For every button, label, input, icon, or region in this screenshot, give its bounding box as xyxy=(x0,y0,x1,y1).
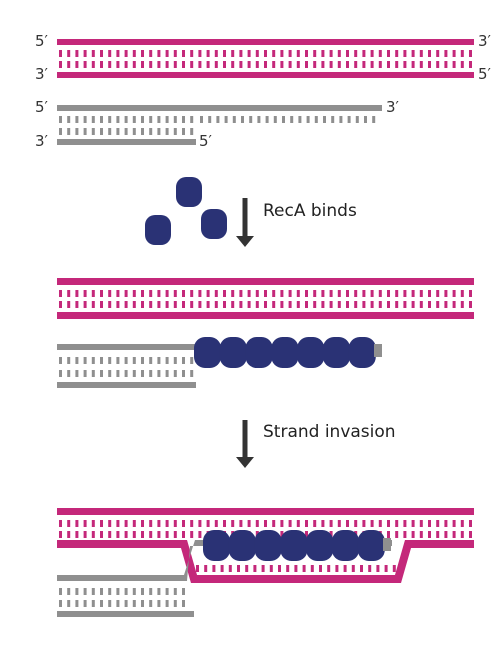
recA-protein-icon xyxy=(348,337,376,368)
gray-duplex-invading xyxy=(57,530,392,617)
recA-protein-icon xyxy=(145,215,171,245)
recA-free-proteins xyxy=(145,177,227,245)
recA-protein-icon xyxy=(194,337,221,368)
step-label-strand-invasion: Strand invasion xyxy=(263,422,396,442)
recA-protein-icon xyxy=(332,530,359,561)
magenta-duplex-top xyxy=(57,39,474,78)
overhang-base-ticks xyxy=(200,116,376,123)
down-arrow-icon xyxy=(236,420,254,468)
recA-protein-icon xyxy=(201,209,227,239)
gray-duplex-overhang xyxy=(57,105,382,145)
recA-protein-icon xyxy=(219,337,247,368)
base-pair-ticks xyxy=(59,290,472,308)
recA-protein-icon xyxy=(176,177,202,207)
magenta-duplex-middle xyxy=(57,278,474,319)
recA-protein-icon xyxy=(280,530,308,561)
recA-filament xyxy=(203,530,391,561)
recA-protein-icon xyxy=(228,530,256,561)
recA-protein-icon xyxy=(271,337,299,368)
end-label-3prime: 3′ xyxy=(35,65,48,83)
recA-protein-icon xyxy=(254,530,282,561)
recA-protein-icon xyxy=(357,530,385,561)
end-label-5prime: 5′ xyxy=(199,132,212,150)
gray-duplex-recA-filament xyxy=(57,337,382,388)
recA-protein-icon xyxy=(297,337,325,368)
end-label-5prime: 5′ xyxy=(35,32,48,50)
end-label-3prime: 3′ xyxy=(478,32,491,50)
end-label-5prime: 5′ xyxy=(478,65,491,83)
base-pair-ticks xyxy=(59,357,194,377)
down-arrow-icon xyxy=(236,198,254,247)
base-pair-ticks xyxy=(59,50,472,68)
base-pair-ticks xyxy=(59,588,185,607)
end-label-3prime: 3′ xyxy=(386,98,399,116)
recA-filament xyxy=(194,337,382,368)
recA-protein-icon xyxy=(306,530,334,561)
recA-protein-icon xyxy=(323,337,350,368)
step-label-recA-binds: RecA binds xyxy=(263,201,357,221)
base-pair-ticks xyxy=(59,116,194,135)
end-label-5prime: 5′ xyxy=(35,98,48,116)
end-label-3prime: 3′ xyxy=(35,132,48,150)
recA-protein-icon xyxy=(245,337,273,368)
recA-protein-icon xyxy=(203,530,230,561)
